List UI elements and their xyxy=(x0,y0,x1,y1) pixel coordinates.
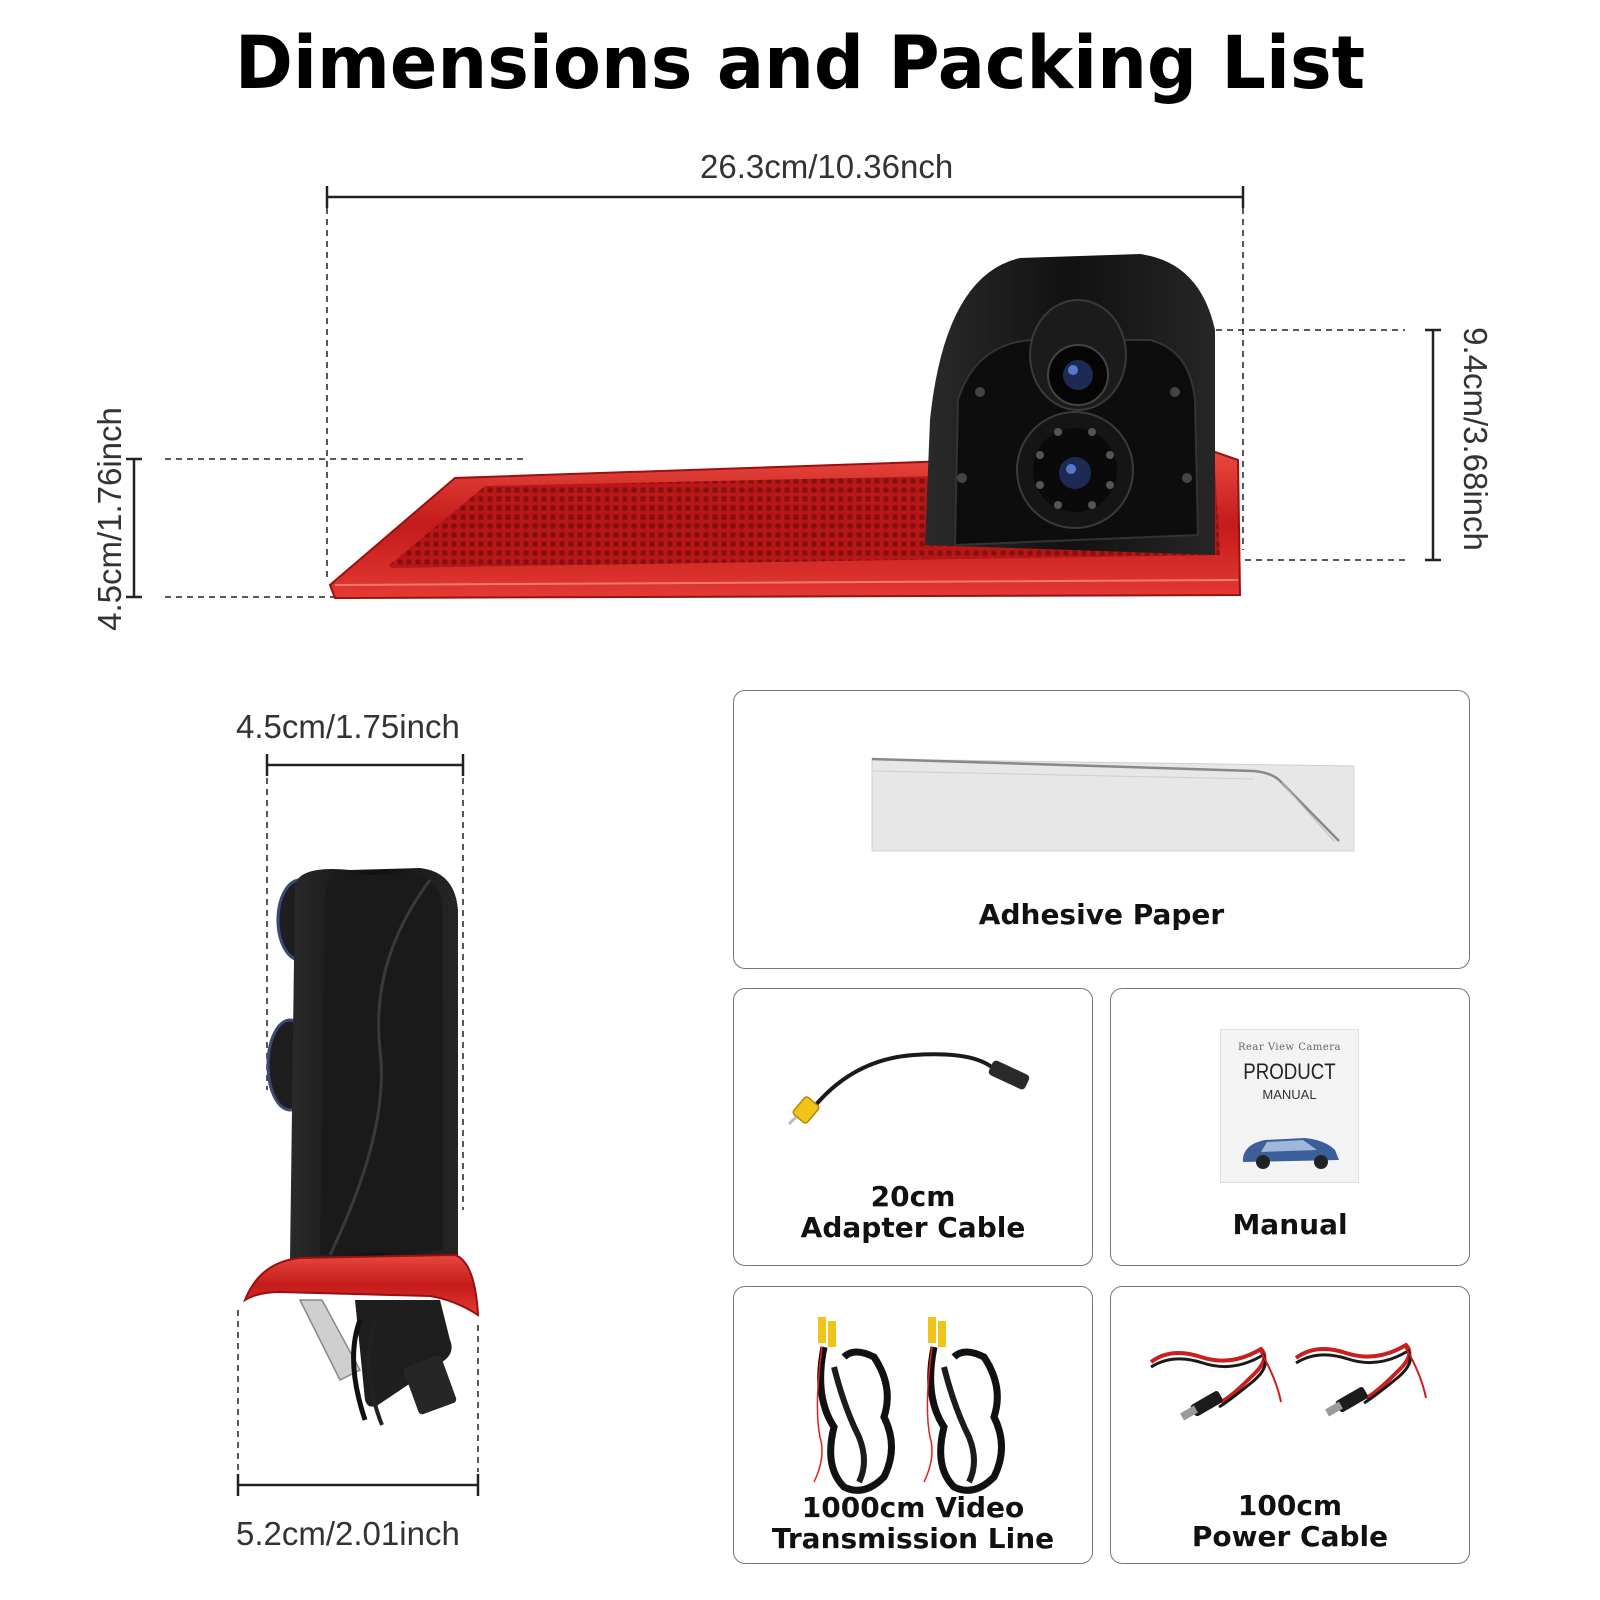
side-bottom-dimension xyxy=(236,1310,480,1496)
side-top-dimension-label: 4.5cm/1.75inch xyxy=(236,708,460,745)
power-cable-label-line2: Power Cable xyxy=(1191,1520,1389,1553)
left-height-dimension xyxy=(126,457,525,599)
car-icon xyxy=(1243,1138,1339,1169)
adapter-cable-label-line2: Adapter Cable xyxy=(800,1211,1026,1244)
manual-cover-subtitle: Rear View Camera xyxy=(1237,1042,1342,1053)
right-height-dimension-label: 9.4cm/3.68inch xyxy=(1457,327,1494,551)
left-height-dimension-label: 4.5cm/1.76inch xyxy=(91,407,128,631)
brake-light-camera-front xyxy=(328,254,1242,600)
manual-icon: Rear View Camera PRODUCT MANUAL xyxy=(1220,1029,1359,1183)
packing-item-manual: Rear View Camera PRODUCT MANUAL Manual xyxy=(1110,988,1470,1266)
side-bottom-dimension-label: 5.2cm/2.01inch xyxy=(236,1515,460,1552)
right-height-dimension xyxy=(1150,328,1441,562)
video-cable-label-line2: Transmission Line xyxy=(771,1522,1055,1555)
brake-light-camera-side xyxy=(242,868,480,1426)
adhesive-paper-label: Adhesive Paper xyxy=(978,898,1225,931)
page-title: Dimensions and Packing List xyxy=(234,19,1366,107)
manual-label: Manual xyxy=(1232,1208,1348,1241)
power-cable-icon xyxy=(1149,1342,1427,1421)
packing-item-adhesive-paper: Adhesive Paper xyxy=(733,690,1470,969)
video-cable-icon xyxy=(813,1317,1005,1494)
adapter-cable-label-line1: 20cm xyxy=(870,1180,956,1213)
adhesive-paper-icon xyxy=(871,757,1355,852)
manual-cover-title: PRODUCT xyxy=(1243,1059,1336,1084)
video-cable-label-line1: 1000cm Video xyxy=(801,1491,1025,1524)
packing-item-adapter-cable: 20cm Adapter Cable xyxy=(733,988,1093,1266)
power-cable-label-line1: 100cm xyxy=(1237,1489,1343,1522)
width-dimension xyxy=(325,186,1245,580)
manual-cover-caption: MANUAL xyxy=(1262,1087,1317,1102)
width-dimension-label: 26.3cm/10.36nch xyxy=(700,148,954,185)
adapter-cable-icon xyxy=(787,1052,1030,1126)
packing-item-power-cable: 100cm Power Cable xyxy=(1110,1286,1470,1564)
packing-item-video-cable: 1000cm Video Transmission Line xyxy=(733,1286,1093,1564)
side-top-dimension xyxy=(265,754,465,1210)
